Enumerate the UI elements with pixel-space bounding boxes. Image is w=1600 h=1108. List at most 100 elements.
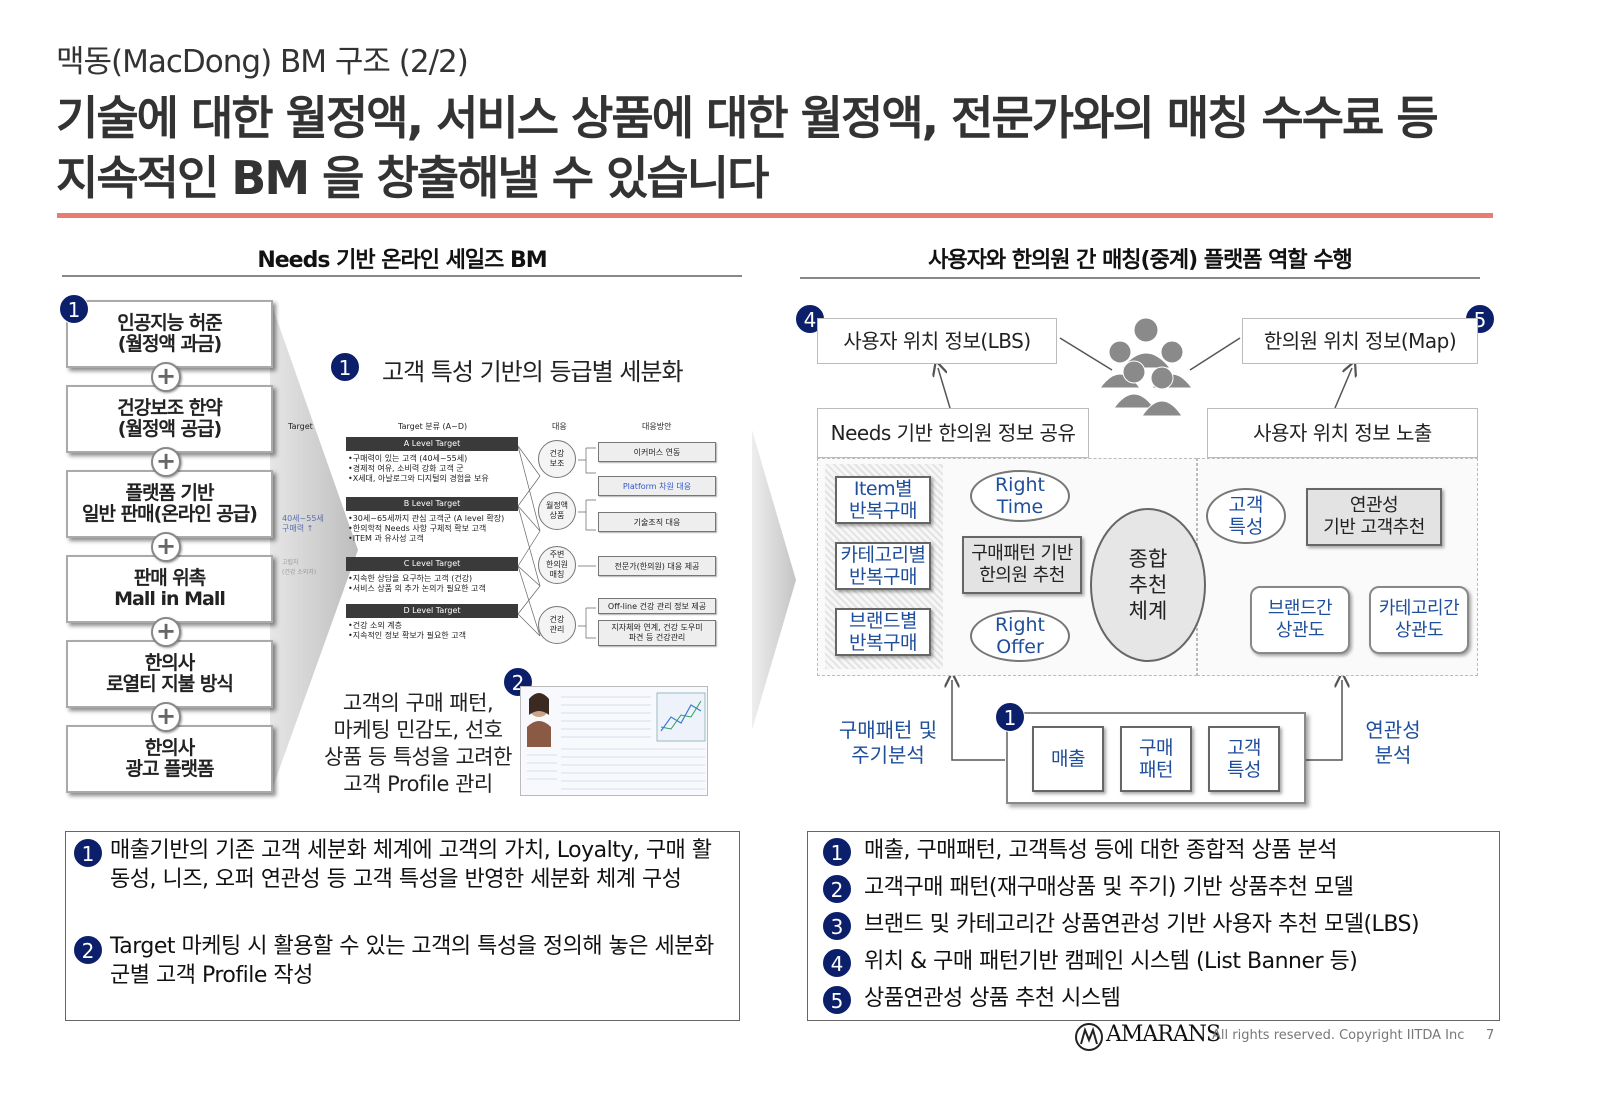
plus-icon: + <box>151 702 181 732</box>
level-connector-lines <box>518 445 541 637</box>
left-note-badge-2: 2 <box>73 935 103 965</box>
bm-item-mall-in-mall: 판매 위촉 Mall in Mall <box>66 555 273 623</box>
target-level-diagram: Target Target 분류 (A~D) 대응 대응방안 40세~55세 구… <box>280 418 720 658</box>
user-location-exposure: 사용자 위치 정보 노출 <box>1207 408 1478 458</box>
level-line: •X세대, 아날로그와 디지털의 경험을 보유 <box>348 474 489 483</box>
relation-based-customer-reco: 연관성 기반 고객추천 <box>1306 488 1442 546</box>
right-note-2: 고객구매 패턴(재구매상품 및 주기) 기반 상품추천 모델 <box>864 875 1354 900</box>
level-b-desc: •30세~65세까지 관심 고객군 (A level 확장) •한의학적 Nee… <box>348 514 504 544</box>
level-line: •30세~65세까지 관심 고객군 (A level 확장) <box>348 514 505 523</box>
resp-circle-4: 건강 관리 <box>538 606 576 644</box>
level-line: •지속한 상담을 요구하는 고객 (건강) <box>348 574 473 583</box>
bm-item-platform-sales: 플랫폼 기반 일반 판매(온라인 공급) <box>66 470 273 538</box>
brand-corr-label: 브랜드간 상관도 <box>1267 598 1333 641</box>
level-d-bar: D Level Target <box>346 604 518 618</box>
plan-tech-org: 기술조직 대응 <box>598 512 716 532</box>
user-location-lbs: 사용자 위치 정보(LBS) <box>817 318 1057 364</box>
right-note-badge-2: 2 <box>822 874 852 904</box>
bm-item-label: 플랫폼 기반 일반 판매(온라인 공급) <box>82 482 258 525</box>
needs-clinic-share: Needs 기반 한의원 정보 공유 <box>817 408 1089 458</box>
right-note-badge-1: 1 <box>822 837 852 867</box>
copyright: All rights reserved. Copyright IITDA Inc <box>1212 1028 1465 1043</box>
col-class-header: Target 분류 (A~D) <box>398 422 468 431</box>
purchase-pattern-box: 구매 패턴 <box>1120 726 1192 792</box>
left-note-2: Target 마케팅 시 활용할 수 있는 고객의 특성을 정의해 놓은 세분화… <box>110 934 714 988</box>
plus-icon: + <box>151 617 181 647</box>
side-label-1: 40세~55세 구매력 ↑ <box>282 514 324 533</box>
left-note-badge-1: 1 <box>73 838 103 868</box>
customer-trait-box: 고객 특성 <box>1208 726 1280 792</box>
profile-thumbnail <box>520 686 708 796</box>
plan-bracket-lines <box>578 447 596 639</box>
plan-platform: Platform 차원 대응 <box>598 476 716 496</box>
purchase-pattern-label: 구매 패턴 <box>1139 737 1173 781</box>
right-offer-ellipse: Right Offer <box>970 610 1070 662</box>
company-logo-text: AMARANS <box>1106 1022 1221 1047</box>
resp-circle-3: 주변 한의원 매칭 <box>538 546 576 584</box>
right-note-badge-4: 4 <box>822 948 852 978</box>
resp-circle-2: 월정액 상품 <box>538 492 576 530</box>
level-line: •지속적인 정보 확보가 필요한 고객 <box>348 631 466 640</box>
plan-ecommerce: 이커머스 연동 <box>598 442 716 462</box>
bm-item-ai-heojun: 인공지능 허준 (월정액 과금) <box>66 300 273 368</box>
category-correlation: 카테고리간 상관도 <box>1369 586 1469 654</box>
company-logo-icon <box>1075 1023 1103 1051</box>
brand-repeat-purchase: 브랜드별 반복구매 <box>835 608 931 656</box>
level-a-bar: A Level Target <box>346 437 518 451</box>
level-c-desc: •지속한 상담을 요구하는 고객 (건강) •서비스 상품 의 추가 논의가 필… <box>348 574 486 594</box>
level-d-desc: •건강 소외 계층 •지속적인 정보 확보가 필요한 고객 <box>348 621 466 641</box>
level-line: •ITEM 과 유사성 고객 <box>348 534 424 543</box>
bm-item-health-herbal: 건강보조 한약 (월정액 공급) <box>66 385 273 453</box>
customer-trait2-label: 고객 특성 <box>1227 737 1261 781</box>
bm-item-label: 건강보조 한약 (월정액 공급) <box>117 397 222 440</box>
customer-trait-ellipse: 고객 특성 <box>1206 488 1286 544</box>
right-note-badge-3: 3 <box>822 911 852 941</box>
plan-local-gov: 지자체와 연계, 건강 도우미 파견 등 건강관리 <box>598 620 716 646</box>
right-offer-label: Right Offer <box>994 614 1046 658</box>
right-notes-box <box>807 831 1500 1021</box>
sales-box: 매출 <box>1032 726 1104 792</box>
left-notes-box <box>65 831 740 1021</box>
plus-icon: + <box>151 532 181 562</box>
bm-item-royalty: 한의사 로열티 지불 방식 <box>66 640 273 708</box>
level-line: •경제적 여유, 소비력 강화 고객 군 <box>348 464 464 473</box>
segment-badge-1: 1 <box>330 352 360 382</box>
total-recommend-system: 종합 추천 체계 <box>1090 508 1206 662</box>
cat-corr-label: 카테고리간 상관도 <box>1378 598 1460 641</box>
left-note-1: 매출기반의 기존 고객 세분화 체계에 고객의 가치, Loyalty, 구매 … <box>110 838 712 892</box>
right-note-5: 상품연관성 상품 추천 시스템 <box>864 986 1121 1011</box>
funnel-shape <box>270 300 358 795</box>
title-divider <box>57 213 1493 218</box>
left-section-title: Needs 기반 온라인 세일즈 BM <box>257 248 547 273</box>
level-line: •건강 소외 계층 <box>348 621 402 630</box>
people-group-icon <box>1100 317 1192 417</box>
level-a-desc: •구매력이 있는 고객 (40세~55세) •경제적 여유, 소비력 강화 고객… <box>348 454 489 484</box>
right-section-rule <box>800 277 1480 279</box>
level-c-bar: C Level Target <box>346 557 518 571</box>
analysis-badge-1: 1 <box>995 702 1025 732</box>
plan-expert: 전문가(한의원) 대응 제공 <box>598 556 716 576</box>
profile-description: 고객의 구매 패턴, 마케팅 민감도, 선호 상품 등 특성을 고려한 고객 P… <box>324 691 512 796</box>
page-number: 7 <box>1486 1028 1495 1043</box>
category-repeat-label: 카테고리별 반복구매 <box>840 544 926 588</box>
pattern-reco-label: 구매패턴 기반 한의원 추천 <box>971 543 1073 586</box>
pattern-cycle-analysis: 구매패턴 및 주기분석 <box>838 718 938 767</box>
level-line: •서비스 상품 의 추가 논의가 필요한 고객 <box>348 584 486 593</box>
right-time-ellipse: Right Time <box>970 470 1070 522</box>
right-note-badge-5: 5 <box>822 985 852 1015</box>
section-arrow <box>752 430 796 730</box>
left-section-rule <box>62 275 742 277</box>
right-section-title: 사용자와 한의원 간 매칭(중계) 플랫폼 역할 수행 <box>928 248 1353 273</box>
segment-title: 고객 특성 기반의 등급별 세분화 <box>382 358 684 386</box>
relation-analysis: 연관성 분석 <box>1365 718 1421 767</box>
item-repeat-purchase: Item별 반복구매 <box>835 476 931 524</box>
bm-item-label: 한의사 광고 플랫폼 <box>125 737 214 780</box>
col-plan-header: 대응방안 <box>642 422 672 431</box>
plan-offline: Off-line 건강 관리 정보 제공 <box>598 598 716 614</box>
col-target-header: Target <box>288 422 313 431</box>
bm-item-ad-platform: 한의사 광고 플랫폼 <box>66 725 273 793</box>
stack-badge-1: 1 <box>59 294 89 324</box>
slide-headline: 기술에 대한 월정액, 서비스 상품에 대한 월정액, 전문가와의 매칭 수수료… <box>56 88 1556 208</box>
total-recommend-label: 종합 추천 체계 <box>1128 547 1168 623</box>
bm-item-label: 한의사 로열티 지불 방식 <box>106 652 234 695</box>
